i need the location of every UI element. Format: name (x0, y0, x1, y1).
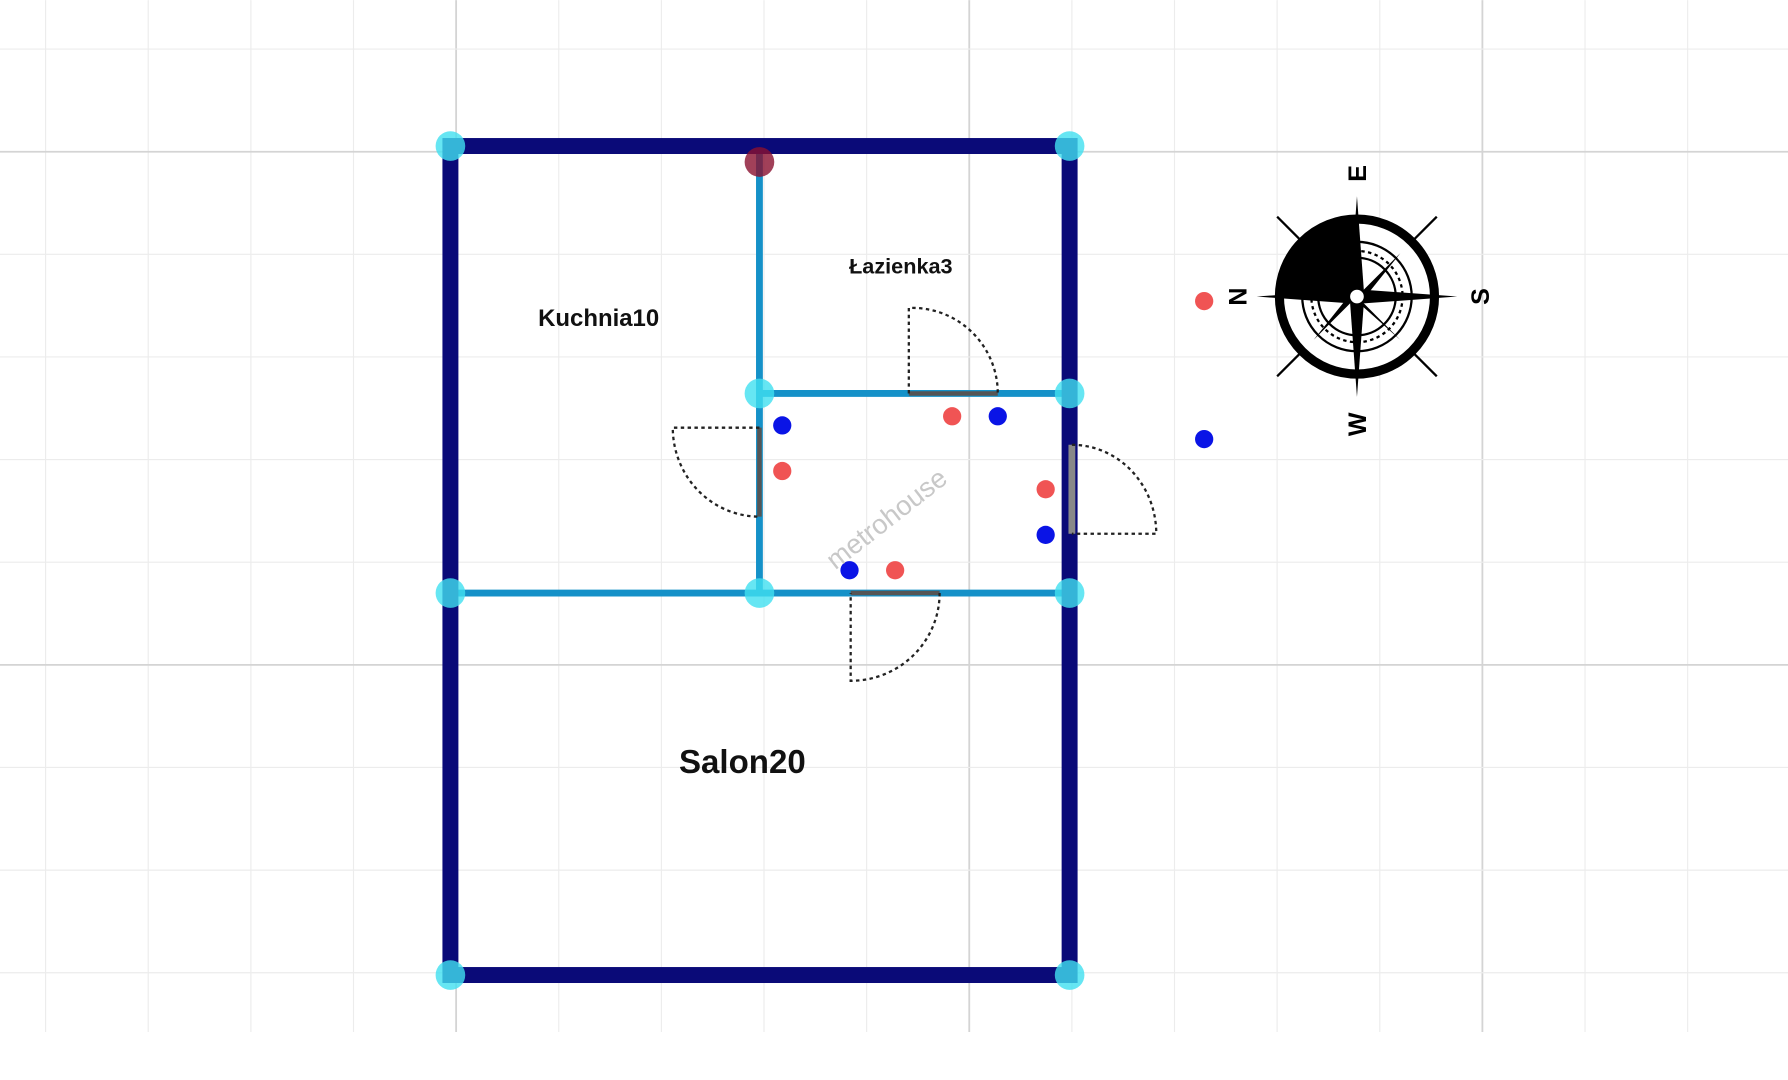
node[interactable] (744, 378, 775, 409)
red-marker[interactable] (1195, 291, 1214, 311)
compass-icon: E S W N (1224, 165, 1495, 436)
blue-marker[interactable] (1195, 429, 1214, 449)
door-kitchen[interactable] (671, 426, 762, 518)
node-selected[interactable] (744, 147, 775, 177)
red-marker[interactable] (886, 561, 905, 580)
grid (0, 0, 1788, 1033)
room-label-salon: Salon20 (679, 744, 806, 781)
node[interactable] (1054, 378, 1085, 409)
door-salon[interactable] (849, 590, 941, 682)
node[interactable] (1054, 578, 1085, 608)
blue-marker[interactable] (773, 416, 792, 435)
door-bathroom[interactable] (907, 306, 999, 396)
node[interactable] (744, 578, 775, 608)
door-entrance[interactable] (1068, 443, 1158, 535)
room-label-bathroom: Łazienka3 (849, 254, 953, 279)
blue-marker[interactable] (840, 561, 859, 580)
red-marker[interactable] (773, 461, 792, 481)
watermark: metrohouse (820, 462, 953, 575)
room-label-kitchen: Kuchnia10 (538, 305, 659, 332)
blue-marker[interactable] (1036, 525, 1055, 544)
blue-marker[interactable] (988, 407, 1007, 426)
doors (671, 306, 1158, 682)
red-marker[interactable] (1036, 480, 1055, 499)
node[interactable] (435, 131, 466, 161)
node[interactable] (435, 578, 466, 608)
wall-nodes (435, 131, 1085, 990)
outer-walls (442, 138, 1078, 984)
compass-north: N (1224, 287, 1252, 305)
inner-walls (450, 154, 1070, 597)
compass-west: W (1344, 412, 1372, 436)
compass-south: S (1467, 288, 1495, 305)
node[interactable] (1054, 960, 1085, 990)
markers (773, 291, 1214, 580)
node[interactable] (1054, 131, 1085, 161)
red-marker[interactable] (943, 407, 962, 426)
compass-east: E (1344, 165, 1372, 182)
node[interactable] (435, 960, 466, 990)
